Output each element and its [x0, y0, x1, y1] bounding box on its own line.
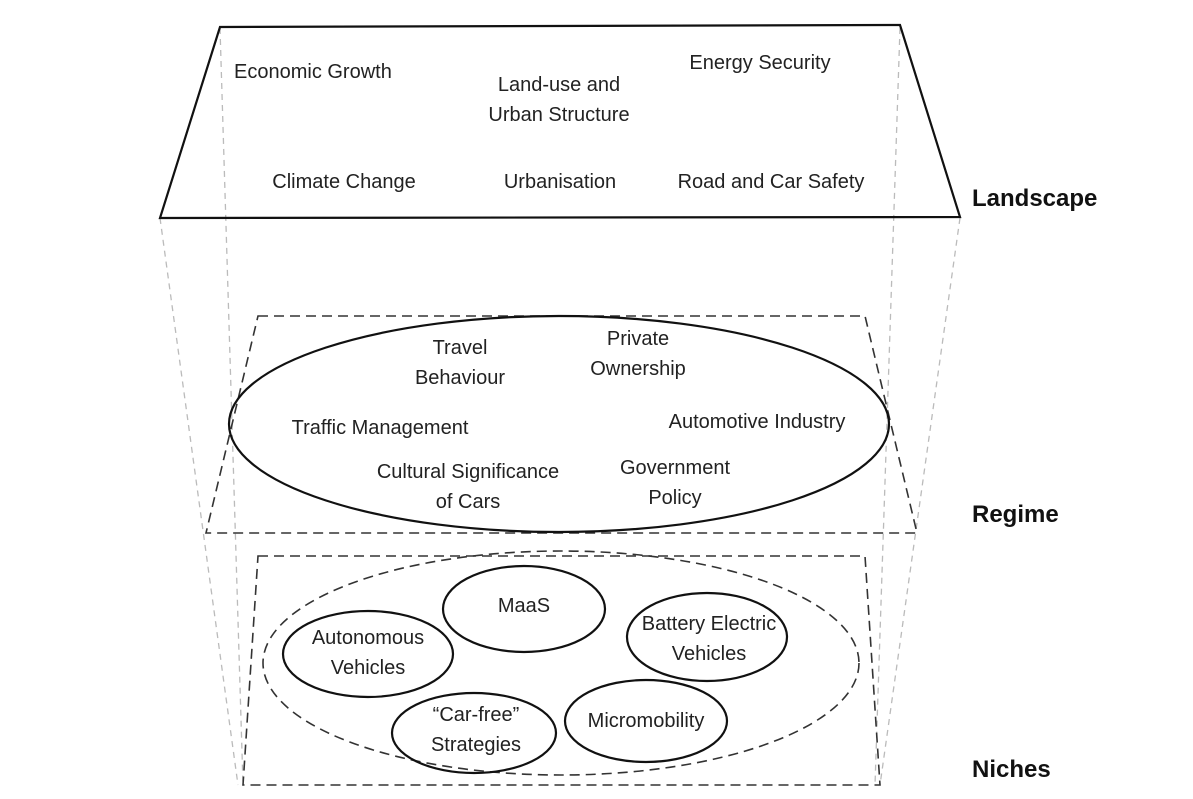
factor-cultural-line1: Cultural Significance [377, 461, 559, 483]
regime-ellipse [227, 314, 891, 534]
factor-land-use-line2: Urban Structure [488, 104, 629, 126]
landscape-layer: Economic Growth Land-use and Urban Struc… [158, 23, 1097, 220]
factor-private-line1: Private [607, 328, 669, 350]
layer-label-landscape: Landscape [972, 185, 1097, 212]
factor-energy-security: Energy Security [689, 52, 830, 74]
factor-road-car-safety: Road and Car Safety [678, 171, 865, 193]
factor-automotive-industry: Automotive Industry [669, 411, 846, 433]
niche-carfree-line1: “Car-free” [433, 704, 520, 726]
factor-travel-line1: Travel [433, 337, 488, 359]
factor-government-line1: Government [620, 457, 730, 479]
layer-connector-lines [159, 27, 961, 786]
factor-government-line2: Policy [648, 487, 701, 509]
factor-private-line2: Ownership [590, 358, 686, 380]
regime-plane [204, 315, 919, 534]
niche-bubble-autonomous-vehicles [281, 609, 455, 699]
niche-autonomous-line2: Vehicles [331, 657, 406, 679]
factor-land-use-line1: Land-use and [498, 74, 620, 96]
factor-climate-change: Climate Change [272, 171, 415, 193]
niche-maas-label: MaaS [498, 595, 550, 617]
niches-ellipse [262, 550, 860, 776]
niche-bubble-maas [441, 564, 607, 654]
guide-left-inner [219, 27, 244, 786]
factor-economic-growth: Economic Growth [234, 61, 392, 83]
niche-bubble-battery-electric [625, 591, 789, 683]
layer-label-niches: Niches [972, 756, 1051, 783]
layer-label-regime: Regime [972, 501, 1059, 528]
niche-carfree-line2: Strategies [431, 734, 521, 756]
guide-right-inner [874, 27, 901, 786]
niche-bubble-micromobility [563, 678, 729, 764]
factor-cultural-line2: of Cars [436, 491, 500, 513]
niche-bubble-car-free [390, 691, 558, 775]
niche-battery-line1: Battery Electric [642, 613, 776, 635]
regime-layer: Travel Behaviour Private Ownership Traff… [204, 314, 1059, 534]
factor-travel-line2: Behaviour [415, 367, 505, 389]
factor-urbanisation: Urbanisation [504, 171, 616, 193]
guide-left-outer [159, 217, 239, 786]
niche-battery-line2: Vehicles [672, 643, 747, 665]
niches-plane [242, 555, 881, 786]
guide-right-outer [879, 217, 961, 786]
niche-autonomous-line1: Autonomous [312, 627, 424, 649]
niches-layer: MaaS Autonomous Vehicles Battery Electri… [242, 550, 1051, 786]
factor-traffic-management: Traffic Management [292, 417, 469, 439]
niche-micromobility-label: Micromobility [588, 710, 705, 732]
landscape-plane [158, 23, 962, 220]
